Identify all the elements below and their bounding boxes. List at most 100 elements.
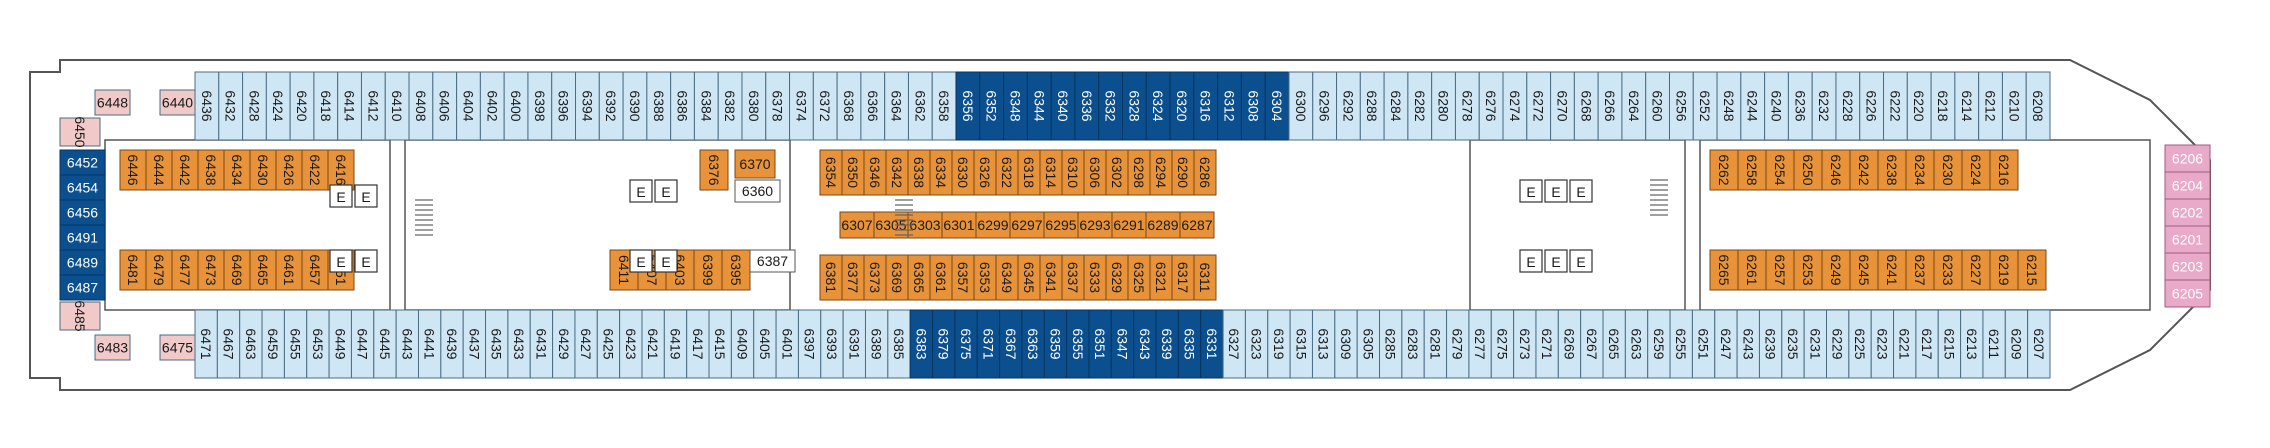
cabin[interactable]: 6299: [975, 211, 1011, 239]
cabin[interactable]: 6276: [1478, 71, 1504, 141]
cabin[interactable]: 6410: [384, 71, 410, 141]
cabin[interactable]: 6212: [1978, 71, 2003, 141]
cabin[interactable]: 6376: [699, 149, 729, 191]
cabin[interactable]: 6408: [408, 71, 434, 141]
cabin[interactable]: 6377: [841, 254, 865, 301]
cabin[interactable]: 6397: [797, 309, 822, 379]
cabin[interactable]: 6333: [1083, 254, 1107, 301]
cabin[interactable]: 6429: [552, 309, 576, 379]
cabin[interactable]: 6354: [819, 149, 843, 196]
cabin[interactable]: 6217: [1915, 309, 1939, 379]
cabin[interactable]: 6367: [999, 309, 1023, 379]
cabin[interactable]: 6253: [1793, 249, 1823, 291]
cabin[interactable]: 6461: [275, 249, 303, 291]
cabin[interactable]: 6355: [1066, 309, 1090, 379]
cabin[interactable]: 6469: [223, 249, 251, 291]
cabin[interactable]: 6445: [373, 309, 397, 379]
cabin[interactable]: 6249: [1821, 249, 1851, 291]
cabin[interactable]: 6477: [171, 249, 199, 291]
cabin[interactable]: 6207: [2027, 309, 2051, 379]
cabin[interactable]: 6294: [1149, 149, 1173, 196]
cabin[interactable]: 6434: [223, 149, 251, 191]
cabin[interactable]: 6384: [693, 71, 719, 141]
cabin[interactable]: 6327: [1222, 309, 1246, 379]
cabin[interactable]: 6396: [551, 71, 577, 141]
cabin[interactable]: 6280: [1431, 71, 1456, 141]
cabin[interactable]: 6358: [931, 71, 957, 141]
cabin[interactable]: 6291: [1111, 211, 1147, 239]
cabin[interactable]: 6258: [1737, 149, 1767, 191]
cabin[interactable]: 6248: [1716, 71, 1742, 141]
cabin[interactable]: 6371: [976, 309, 1001, 379]
cabin[interactable]: 6328: [1122, 71, 1147, 141]
cabin[interactable]: 6479: [145, 249, 173, 291]
cabin[interactable]: 6215: [2017, 249, 2047, 291]
cabin[interactable]: 6265: [1602, 309, 1626, 379]
cabin[interactable]: 6443: [395, 309, 419, 379]
cabin[interactable]: 6362: [907, 71, 933, 141]
cabin[interactable]: 6223: [1870, 309, 1895, 379]
cabin[interactable]: 6447: [350, 309, 375, 379]
cabin[interactable]: 6262: [1709, 149, 1739, 191]
cabin[interactable]: 6286: [1193, 149, 1217, 196]
cabin[interactable]: 6306: [1083, 149, 1107, 196]
cabin[interactable]: 6374: [789, 71, 814, 141]
cabin[interactable]: 6369: [885, 254, 909, 301]
cabin[interactable]: 6440: [159, 89, 196, 116]
cabin[interactable]: 6314: [1039, 149, 1063, 196]
cabin[interactable]: 6425: [596, 309, 621, 379]
cabin[interactable]: 6211: [1982, 309, 2006, 379]
cabin[interactable]: 6284: [1383, 71, 1409, 141]
cabin[interactable]: 6283: [1401, 309, 1425, 379]
cabin[interactable]: 6329: [1105, 254, 1129, 301]
cabin[interactable]: 6433: [507, 309, 531, 379]
cabin[interactable]: 6290: [1171, 149, 1195, 196]
cabin[interactable]: 6282: [1407, 71, 1433, 141]
cabin[interactable]: 6321: [1149, 254, 1173, 301]
cabin[interactable]: 6409: [730, 309, 755, 379]
cabin[interactable]: 6453: [306, 309, 330, 379]
cabin[interactable]: 6331: [1200, 309, 1224, 379]
cabin[interactable]: 6268: [1573, 71, 1599, 141]
cabin[interactable]: 6300: [1288, 71, 1314, 141]
cabin[interactable]: 6226: [1859, 71, 1885, 141]
cabin[interactable]: 6228: [1835, 71, 1861, 141]
cabin[interactable]: 6483: [94, 334, 131, 361]
cabin[interactable]: 6363: [1021, 309, 1045, 379]
cabin[interactable]: 6475: [159, 334, 196, 361]
cabin[interactable]: 6234: [1905, 149, 1935, 191]
cabin[interactable]: 6361: [929, 254, 953, 301]
cabin[interactable]: 6446: [119, 149, 147, 191]
cabin[interactable]: 6465: [249, 249, 277, 291]
cabin[interactable]: 6368: [836, 71, 862, 141]
cabin[interactable]: 6266: [1597, 71, 1623, 141]
cabin[interactable]: 6233: [1933, 249, 1963, 291]
cabin[interactable]: 6473: [197, 249, 225, 291]
cabin[interactable]: 6481: [119, 249, 147, 291]
cabin[interactable]: 6275: [1490, 309, 1515, 379]
cabin[interactable]: 6246: [1821, 149, 1851, 191]
cabin[interactable]: 6382: [717, 71, 743, 141]
cabin[interactable]: 6365: [907, 254, 931, 301]
cabin[interactable]: 6298: [1127, 149, 1151, 196]
cabin[interactable]: 6244: [1740, 71, 1766, 141]
cabin[interactable]: 6218: [1930, 71, 1956, 141]
cabin[interactable]: 6292: [1336, 71, 1361, 141]
cabin[interactable]: 6435: [485, 309, 509, 379]
cabin[interactable]: 6388: [646, 71, 672, 141]
cabin[interactable]: 6267: [1580, 309, 1604, 379]
cabin[interactable]: 6332: [1098, 71, 1123, 141]
cabin[interactable]: 6311: [1193, 254, 1217, 301]
cabin[interactable]: 6353: [973, 254, 997, 301]
cabin[interactable]: 6247: [1714, 309, 1738, 379]
cabin[interactable]: 6344: [1026, 71, 1052, 141]
cabin[interactable]: 6383: [909, 309, 934, 379]
cabin[interactable]: 6430: [249, 149, 277, 191]
cabin[interactable]: 6345: [1017, 254, 1041, 301]
cabin[interactable]: 6375: [954, 309, 978, 379]
cabin[interactable]: 6370: [734, 149, 776, 179]
cabin[interactable]: 6405: [753, 309, 777, 379]
cabin[interactable]: 6342: [885, 149, 909, 196]
cabin[interactable]: 6330: [951, 149, 975, 196]
cabin[interactable]: 6336: [1074, 71, 1100, 141]
